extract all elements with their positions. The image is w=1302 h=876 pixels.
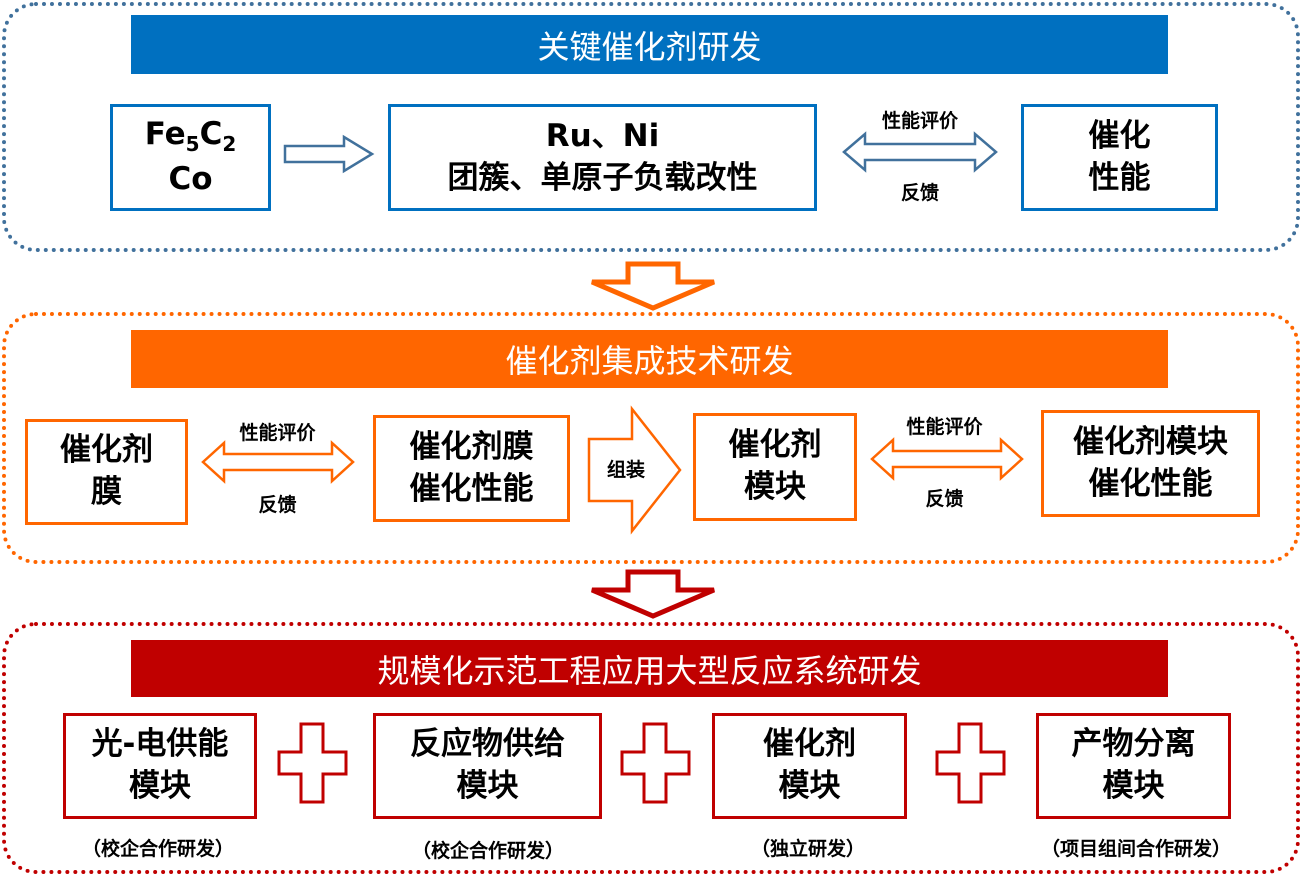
evaluation-label: 性能评价 (239, 422, 316, 444)
feedback-label: 反馈 (925, 488, 964, 510)
box-line: 反应物供给 (410, 726, 565, 763)
catalyst-module-box: 催化剂 模块 (712, 713, 907, 819)
box-line: 催化剂模块 (1073, 423, 1228, 460)
catalyst-material-box: Fe5C2 Co (110, 104, 271, 211)
box-line: 模块 (1102, 768, 1165, 804)
plus-icon (935, 722, 1006, 804)
box-line: 产物分离 (1071, 726, 1196, 763)
section1-title: 关键催化剂研发 (131, 15, 1168, 74)
double-arrow-icon (201, 440, 355, 484)
box-line: 模块 (129, 768, 191, 804)
membrane-performance-box: 催化剂膜 催化性能 (373, 415, 570, 522)
box-line: 光-电供能 (91, 726, 229, 763)
section-key-catalyst (2, 2, 1300, 252)
module-performance-box: 催化剂模块 催化性能 (1041, 410, 1260, 517)
box-line: 模块 (744, 469, 806, 505)
box-line: Ru、Ni (545, 117, 660, 154)
box-line: 催化性能 (409, 470, 534, 507)
double-arrow-icon (870, 437, 1024, 481)
box-line: 催化剂 (60, 432, 153, 469)
module-caption: （校企合作研发） (411, 840, 565, 862)
box-line: 膜 (91, 474, 122, 510)
box-line: 催化剂 (728, 427, 822, 464)
plus-icon (620, 722, 691, 804)
power-module-box: 光-电供能 模块 (63, 713, 257, 819)
section3-title: 规模化示范工程应用大型反应系统研发 (131, 640, 1168, 697)
formula-fe5c2: Fe5C2 (144, 116, 237, 157)
section-demonstration (2, 622, 1300, 874)
box-line: 性能 (1088, 159, 1151, 196)
catalytic-performance-box: 催化 性能 (1021, 104, 1218, 211)
down-arrow-icon (591, 569, 715, 619)
assemble-arrow-icon (587, 405, 682, 535)
feedback-label: 反馈 (900, 182, 939, 204)
module-caption: （独立研发） (750, 838, 866, 860)
double-arrow-icon (842, 131, 998, 173)
evaluation-label: 性能评价 (906, 416, 983, 438)
evaluation-label: 性能评价 (881, 110, 958, 132)
separation-module-box: 产物分离 模块 (1036, 713, 1231, 819)
box-line: 催化剂膜 (409, 428, 534, 465)
box-line: 模块 (778, 768, 841, 804)
box-line: 模块 (456, 768, 519, 804)
plus-icon (277, 722, 348, 804)
section2-title: 催化剂集成技术研发 (131, 330, 1168, 388)
right-arrow-icon (283, 134, 375, 174)
assemble-label: 组装 (606, 459, 645, 481)
module-caption: （项目组间合作研发） (1040, 838, 1232, 860)
formula-co: Co (168, 160, 213, 197)
module-caption: （校企合作研发） (81, 838, 235, 860)
box-line: 催化性能 (1088, 465, 1213, 502)
section-integration (2, 312, 1300, 564)
catalyst-module-box: 催化剂 模块 (693, 413, 857, 521)
down-arrow-icon (591, 261, 715, 311)
box-line: 团簇、单原子负载改性 (447, 159, 758, 196)
reactant-module-box: 反应物供给 模块 (373, 713, 602, 819)
modification-box: Ru、Ni 团簇、单原子负载改性 (388, 104, 817, 211)
box-line: 催化 (1088, 117, 1151, 154)
catalyst-membrane-box: 催化剂 膜 (25, 419, 188, 525)
feedback-label: 反馈 (258, 494, 297, 516)
box-line: 催化剂 (763, 726, 856, 763)
